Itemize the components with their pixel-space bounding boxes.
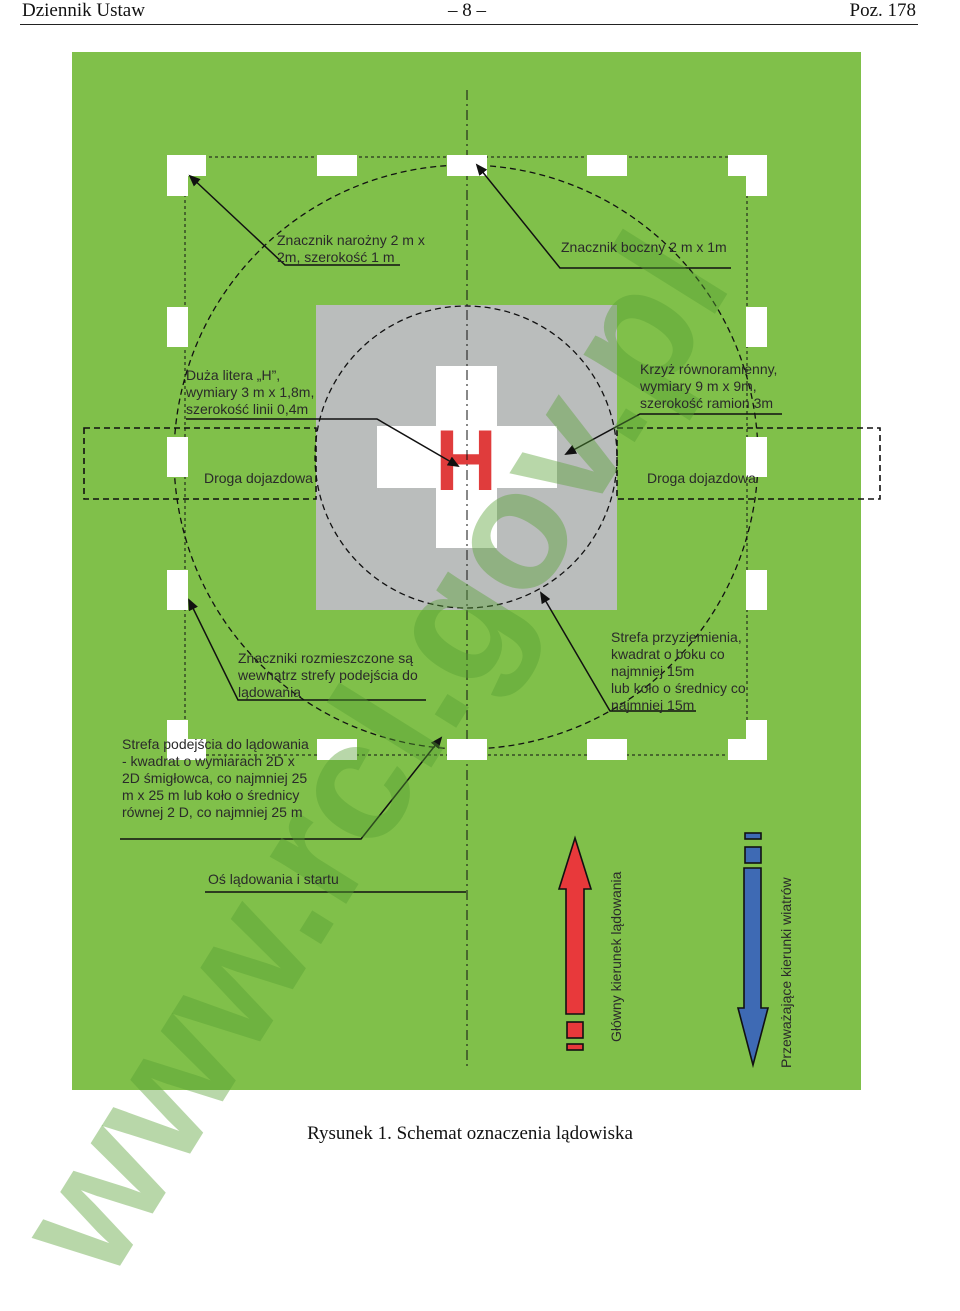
label-line: szerokość ramion 3m [640, 395, 773, 411]
axis-label: Oś lądowania i startu [208, 871, 339, 887]
label-line: kwadrat o boku co [611, 646, 725, 662]
label-line: wymiary 9 m x 9m, [639, 378, 757, 394]
header-page-number: – 8 – [448, 0, 486, 21]
side-marker-label: Znacznik boczny 2 m x 1m [561, 239, 727, 255]
label-line: Strefa podejścia do lądowania [122, 736, 309, 752]
access-road-right [616, 427, 881, 500]
header-journal-name: Dziennik Ustaw [22, 0, 145, 21]
landing-direction-arrow [557, 835, 593, 1051]
access-road-right-label: Droga dojazdowa [647, 470, 756, 486]
label-line: Krzyż równoramienny, [640, 361, 777, 377]
label-line: lądowania [238, 684, 301, 700]
label-line: 2m, szerokość 1 m [277, 249, 394, 265]
main-landing-direction-label: Główny kierunek lądowania [608, 871, 624, 1042]
label-line: lub koło o średnicy co [611, 680, 746, 696]
label-line: wewnątrz strefy podejścia do [237, 667, 418, 683]
cross-label: Krzyż równoramienny,wymiary 9 m x 9m,sze… [639, 361, 777, 411]
corner-markers [167, 155, 767, 760]
page-header: Dziennik Ustaw – 8 – Poz. 178 [0, 0, 960, 26]
label-line: Znacznik narożny 2 m x [277, 232, 425, 248]
side-markers [167, 155, 767, 760]
touchdown-circle [314, 305, 618, 609]
label-line: 2D śmigłowca, co najmniej 25 [122, 770, 307, 786]
label-line: Strefa przyziemienia, [611, 629, 742, 645]
access-road-left-label: Droga dojazdowa [204, 470, 313, 486]
header-position: Poz. 178 [849, 0, 917, 21]
label-line: Duża litera „H”, [186, 367, 280, 383]
label-line: Znacznik boczny 2 m x 1m [561, 239, 727, 255]
label-line: równej 2 D, co najmniej 25 m [122, 804, 303, 820]
label-line: m x 25 m lub koło o średnicy [122, 787, 299, 803]
label-line: najmniej 15m [611, 697, 694, 713]
label-line: Droga dojazdowa [204, 470, 313, 486]
label-line: - kwadrat o wymiarach 2D x [122, 753, 295, 769]
label-line: szerokość linii 0,4m [186, 401, 308, 417]
wind-direction-arrow [736, 832, 770, 1069]
label-line: Oś lądowania i startu [208, 871, 339, 887]
label-line: najmniej 15m [611, 663, 694, 679]
label-line: Znaczniki rozmieszczone są [238, 650, 413, 666]
prevailing-wind-label: Przeważające kierunki wiatrów [778, 876, 794, 1068]
access-road-left [83, 427, 317, 500]
label-line: Droga dojazdowa [647, 470, 756, 486]
approach-zone-label: Strefa podejścia do lądowania- kwadrat o… [122, 736, 309, 820]
figure-caption: Rysunek 1. Schemat oznaczenia lądowiska [307, 1123, 633, 1144]
label-line: wymiary 3 m x 1,8m, [185, 384, 314, 400]
letter-h-label: Duża litera „H”,wymiary 3 m x 1,8m,szero… [185, 367, 314, 417]
header-rule [20, 24, 918, 25]
letter-h-marking: H [435, 413, 497, 509]
leader-lines [120, 163, 782, 893]
